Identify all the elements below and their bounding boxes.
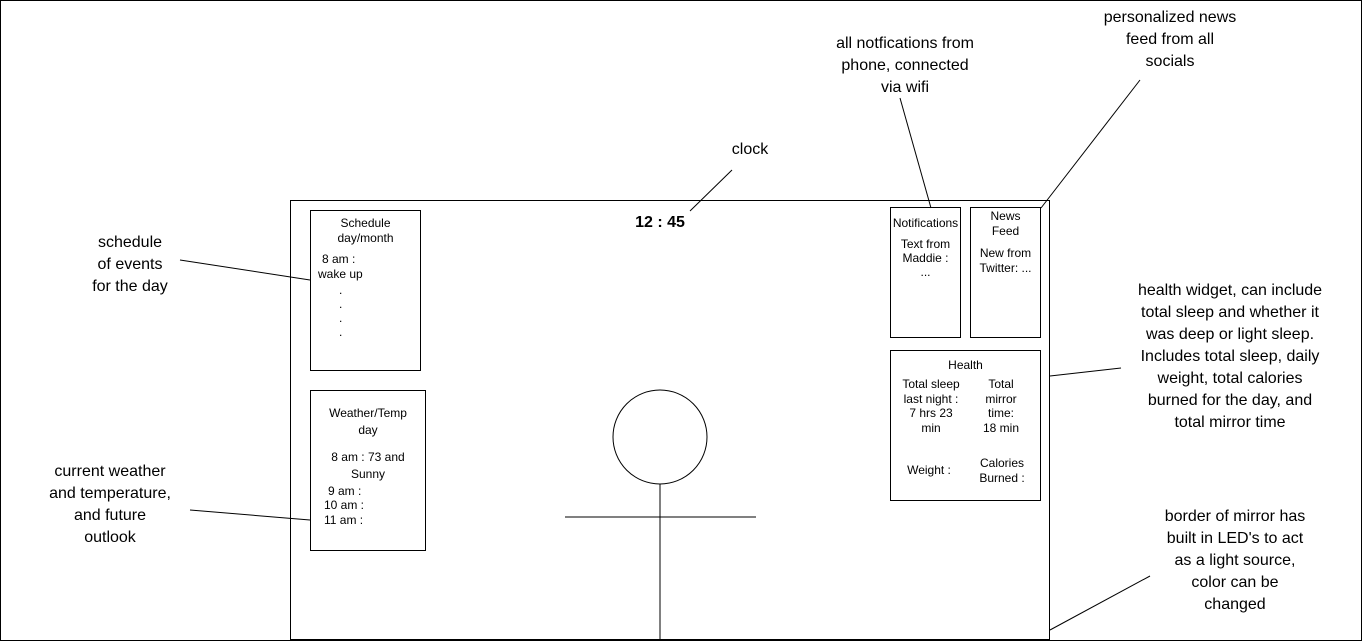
schedule-dot: . (339, 297, 343, 311)
health-sleep-line: last night : (903, 391, 959, 406)
annotation-line: via wifi (880, 79, 929, 96)
annotation-line: as a light source, (1174, 552, 1296, 569)
health-widget: Health Total sleep last night : 7 hrs 23… (890, 350, 1041, 501)
annotation-line: and future (73, 507, 147, 524)
annotation-health: health widget, can include total sleep a… (1110, 280, 1350, 434)
weather-now-line2: Sunny (350, 467, 386, 481)
annotation-border: border of mirror has built in LED's to a… (1135, 506, 1335, 616)
health-sleep-line: min (921, 420, 941, 435)
annotation-line: was deep or light sleep. (1145, 326, 1315, 343)
annotation-weather: current weather and temperature, and fut… (20, 461, 200, 549)
notifications-body-line: Maddie : (902, 251, 949, 265)
weather-connector (189, 509, 311, 521)
weather-widget: Weather/Temp day 8 am : 73 and Sunny 9 a… (310, 390, 426, 551)
annotation-line: socials (1145, 53, 1195, 70)
annotation-line: health widget, can include (1137, 282, 1323, 299)
schedule-entry-time: 8 am : (322, 252, 356, 266)
annotation-line: total mirror time (1174, 414, 1286, 431)
schedule-dot: . (339, 325, 343, 339)
notifications-connector (899, 97, 932, 209)
annotation-notifications: all notfications from phone, connected v… (800, 33, 1010, 99)
schedule-connector (179, 259, 311, 281)
health-connector (1049, 367, 1122, 377)
news-title-line: Feed (991, 224, 1020, 238)
news-body-line: Twitter: ... (979, 261, 1032, 275)
annotation-line: of events (97, 256, 163, 273)
annotation-line: phone, connected (841, 57, 969, 74)
annotation-line: outlook (84, 529, 136, 546)
health-calories-line: Burned : (979, 470, 1025, 485)
schedule-dot: . (339, 283, 343, 297)
health-sleep-line: 7 hrs 23 (909, 406, 953, 420)
weather-hour: 9 am : (328, 484, 362, 498)
weather-now-line1: 8 am : 73 and (331, 450, 405, 464)
health-sleep-line: Total sleep (902, 377, 960, 391)
annotation-line: total sleep and whether it (1141, 304, 1319, 321)
annotation-news: personalized news feed from all socials (1075, 7, 1265, 73)
annotation-line: for the day (92, 278, 168, 295)
annotation-clock: clock (731, 141, 769, 158)
annotation-schedule: schedule of events for the day (60, 232, 200, 298)
annotation-line: feed from all (1125, 31, 1215, 48)
schedule-entry-event: wake up (318, 267, 363, 281)
notifications-body-line: ... (920, 265, 931, 279)
person-head (612, 389, 708, 485)
schedule-title: Schedule day/month (337, 216, 394, 245)
annotation-line: color can be (1191, 574, 1279, 591)
mirror-outline (290, 200, 1050, 640)
notifications-title: Notifications (892, 216, 959, 230)
weather-hour: 11 am : (324, 513, 364, 527)
annotation-line: built in LED's to act (1166, 530, 1304, 547)
annotation-line: Includes total sleep, daily (1140, 348, 1320, 365)
health-mirror-line: time: (987, 406, 1014, 420)
clock-display: 12 : 45 (635, 214, 685, 231)
annotation-line: and temperature, (49, 485, 171, 502)
notifications-body-line: Text from (900, 237, 951, 251)
schedule-dot: . (339, 311, 343, 325)
schedule-widget: Schedule day/month 8 am : wake up . . . … (310, 210, 421, 371)
annotation-line: current weather (54, 463, 166, 480)
news-title-line: News (990, 209, 1021, 223)
annotation-line: schedule (97, 234, 163, 251)
health-mirror-line: Total (988, 377, 1014, 391)
news-body-line: New from (979, 246, 1032, 260)
weather-hour: 10 am : (324, 498, 365, 512)
health-weight: Weight : (907, 463, 951, 477)
border-connector (1049, 575, 1151, 631)
annotation-line: border of mirror has (1164, 508, 1306, 525)
annotation-line: changed (1204, 596, 1266, 613)
notifications-widget: Notifications Text from Maddie : ... (890, 207, 961, 338)
health-calories-line: Calories (979, 456, 1024, 470)
annotation-line: weight, total calories (1157, 370, 1303, 387)
health-mirror-line: 18 min (982, 420, 1020, 435)
weather-title: Weather/Temp day (329, 406, 407, 437)
annotation-line: all notfications from (836, 35, 974, 52)
health-title: Health (948, 358, 983, 372)
health-mirror-line: mirror (985, 391, 1017, 406)
annotation-line: personalized news (1103, 9, 1237, 26)
clock-connector (689, 169, 733, 212)
news-connector (1040, 79, 1141, 209)
news-feed-widget: News Feed New from Twitter: ... (970, 207, 1041, 338)
annotation-line: burned for the day, and (1147, 392, 1313, 409)
